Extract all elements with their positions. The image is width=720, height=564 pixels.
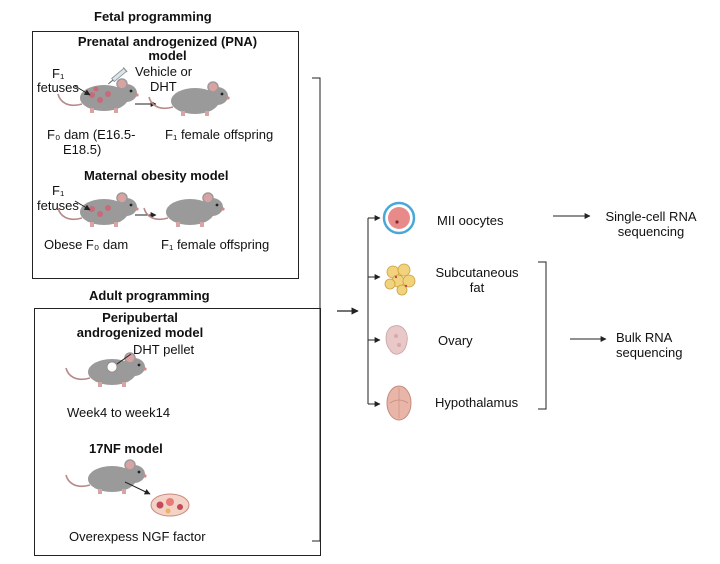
- obese-dam-mouse-icon: [58, 193, 139, 227]
- nf17-mouse-icon: [66, 460, 147, 494]
- models-bracket: [312, 78, 320, 541]
- fat-icon: [385, 264, 415, 295]
- nf17-ovary-icon: [151, 494, 189, 516]
- hypothalamus-icon: [387, 386, 411, 420]
- obesity-offspring-mouse-icon: [144, 193, 225, 227]
- bulk-bracket: [538, 262, 546, 409]
- pna-dam-mouse-icon: [58, 79, 139, 113]
- oocyte-icon: [384, 203, 414, 233]
- peripubertal-mouse-icon: [66, 353, 147, 387]
- pna-offspring-mouse-icon: [149, 82, 230, 116]
- ovary-icon: [386, 326, 407, 354]
